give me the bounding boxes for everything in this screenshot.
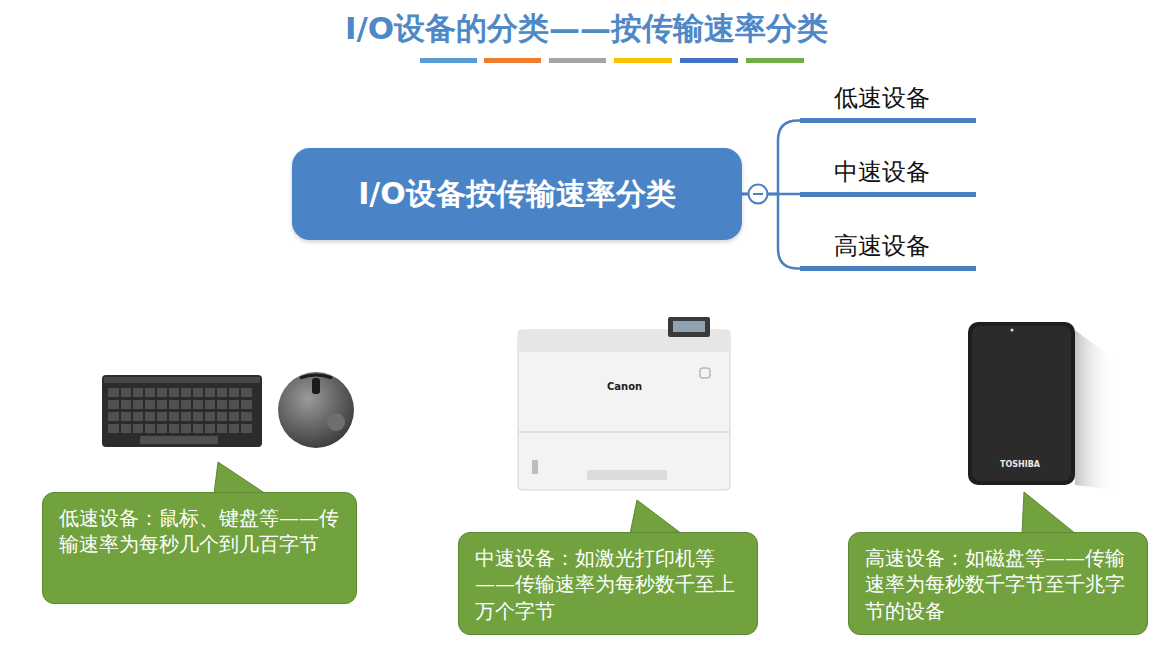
node-text: 高速设备 [834,230,930,262]
callout-box: 高速设备：如磁盘等——传输速率为每秒数千字节至千兆字节的设备 [848,532,1148,635]
root-box: I/O设备按传输速率分类 [292,148,742,240]
branch-band: 中速设备 [800,154,976,197]
node-text: 中速设备 [834,156,930,188]
node-text: 低速设备 [834,82,930,114]
title-bars [420,58,804,63]
branch-connector [742,121,800,195]
page-title: I/O设备的分类——按传输速率分类 [0,8,1173,50]
printer-picture [518,317,730,490]
mouse-picture [278,372,354,448]
branch-band: 高速设备 [800,228,976,271]
node-text: I/O设备按传输速率分类 [358,174,676,215]
callout-box: 中速设备：如激光打印机等——传输速率为每秒数千至上万个字节 [458,532,758,635]
brand-text: Canon [607,381,642,392]
node-text: 高速设备：如磁盘等——传输速率为每秒数千字节至千兆字节的设备 [865,545,1133,624]
callout-box: 低速设备：鼠标、键盘等——传输速率为每秒几个到几百字节 [42,492,357,604]
branch-band: 低速设备 [800,80,976,123]
collapse-circle [749,185,768,204]
brand-text: TOSHIBA [1000,460,1040,469]
harddisk-picture [968,322,1115,490]
node-text: 低速设备：鼠标、键盘等——传输速率为每秒几个到几百字节 [59,505,342,558]
keyboard-picture [102,375,262,447]
node-text: 中速设备：如激光打印机等——传输速率为每秒数千至上万个字节 [475,545,743,624]
branch-connector [742,194,800,269]
